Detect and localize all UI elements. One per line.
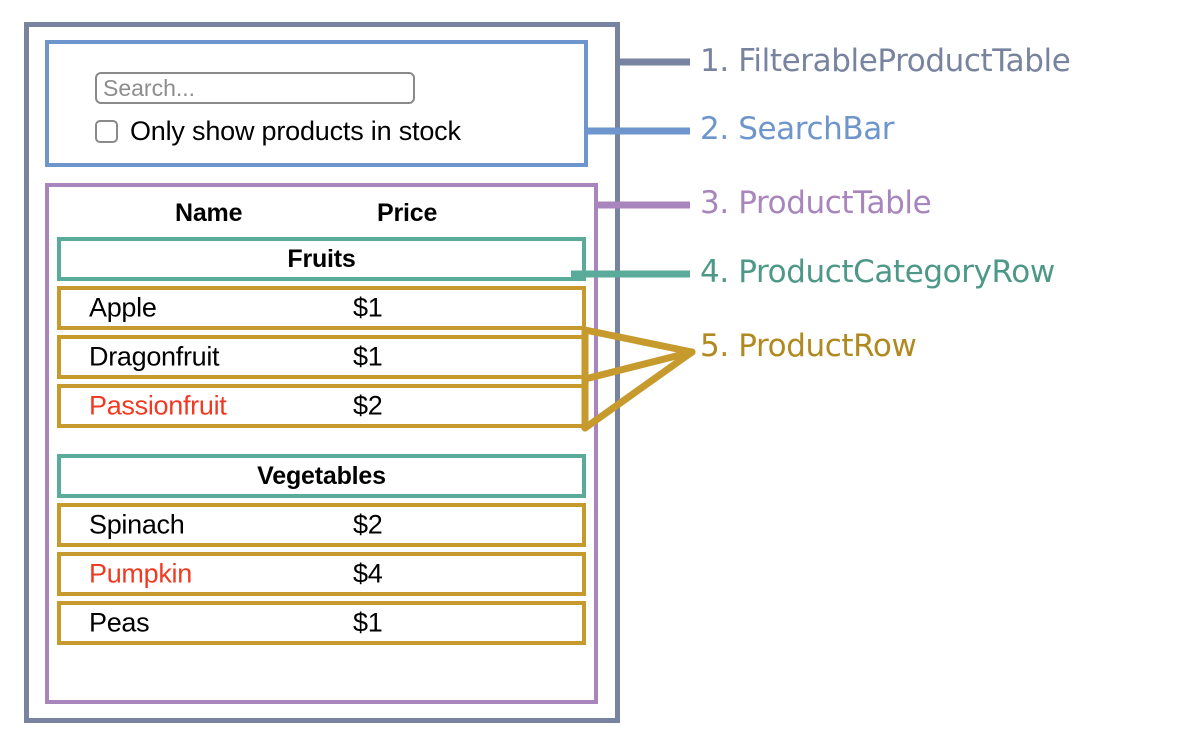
product-row[interactable]: Pumpkin $4 bbox=[57, 552, 586, 596]
product-row[interactable]: Dragonfruit $1 bbox=[57, 335, 586, 379]
product-table-body: Name Price Fruits Apple $1 Dragonfruit $… bbox=[57, 191, 586, 650]
product-row[interactable]: Spinach $2 bbox=[57, 503, 586, 547]
product-row[interactable]: Peas $1 bbox=[57, 601, 586, 645]
product-category-row: Fruits bbox=[57, 237, 586, 281]
column-header-name: Name bbox=[175, 199, 243, 227]
legend-item-product-category-row: 4. ProductCategoryRow bbox=[700, 254, 1055, 290]
column-header-price: Price bbox=[377, 199, 438, 227]
product-table-frame: Name Price Fruits Apple $1 Dragonfruit $… bbox=[45, 183, 598, 704]
category-label: Vegetables bbox=[257, 461, 386, 490]
legend-item-product-table: 3. ProductTable bbox=[700, 185, 932, 221]
product-price: $1 bbox=[353, 341, 383, 372]
only-in-stock-label: Only show products in stock bbox=[130, 116, 461, 146]
product-name: Dragonfruit bbox=[89, 341, 220, 372]
product-price: $2 bbox=[353, 390, 383, 421]
product-name: Apple bbox=[89, 292, 157, 323]
search-bar-frame: Only show products in stock bbox=[45, 40, 588, 167]
category-label: Fruits bbox=[287, 244, 356, 273]
product-name: Spinach bbox=[89, 509, 185, 540]
product-table-header: Name Price bbox=[57, 191, 586, 237]
only-in-stock-checkbox[interactable] bbox=[95, 120, 118, 143]
legend-item-filterable-product-table: 1. FilterableProductTable bbox=[700, 43, 1071, 79]
product-price: $1 bbox=[353, 607, 383, 638]
product-price: $2 bbox=[353, 509, 383, 540]
search-input[interactable] bbox=[95, 72, 415, 104]
legend-item-product-row: 5. ProductRow bbox=[700, 328, 917, 364]
product-price: $4 bbox=[353, 558, 383, 589]
product-category-row: Vegetables bbox=[57, 454, 586, 498]
product-name: Peas bbox=[89, 607, 150, 638]
group-spacer bbox=[57, 433, 586, 454]
product-name: Passionfruit bbox=[89, 390, 227, 421]
only-in-stock-row[interactable]: Only show products in stock bbox=[95, 116, 461, 147]
legend-item-search-bar: 2. SearchBar bbox=[700, 111, 895, 147]
product-name: Pumpkin bbox=[89, 558, 192, 589]
product-row[interactable]: Apple $1 bbox=[57, 286, 586, 330]
product-price: $1 bbox=[353, 292, 383, 323]
product-row[interactable]: Passionfruit $2 bbox=[57, 384, 586, 428]
